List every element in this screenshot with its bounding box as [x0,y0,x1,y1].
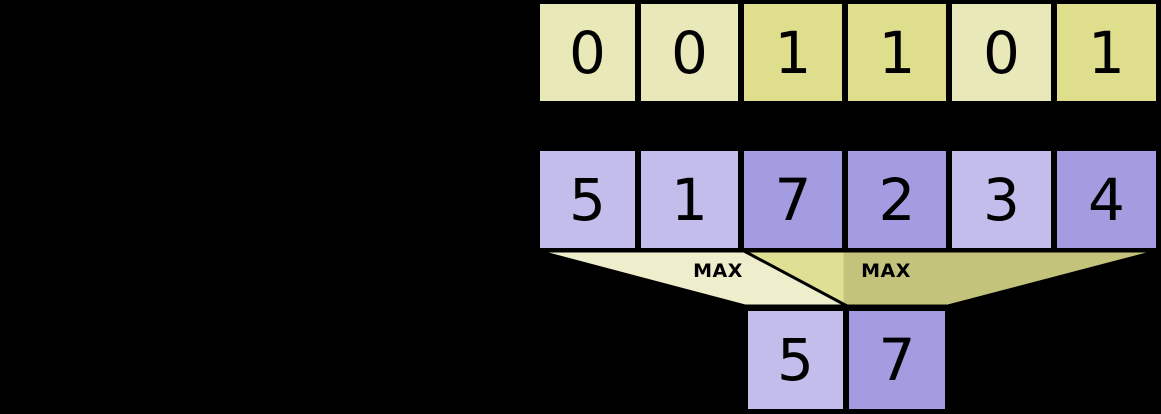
value-cell-2[interactable]: 7 [741,148,845,251]
value-cell-4[interactable]: 3 [949,148,1054,251]
output-cell-1[interactable]: 7 [846,308,948,412]
max-label-left: MAX [693,260,743,282]
output-cell-0[interactable]: 5 [745,308,846,412]
value-cell-5[interactable]: 4 [1054,148,1159,251]
mask-cell-5[interactable]: 1 [1054,1,1159,104]
value-cell-3[interactable]: 2 [845,148,949,251]
max-funnel-right [743,249,1159,308]
mask-cell-0[interactable]: 0 [537,1,638,104]
mask-cell-2[interactable]: 1 [741,1,845,104]
max-funnel-left [536,249,847,308]
mask-cell-3[interactable]: 1 [845,1,949,104]
mask-cell-4[interactable]: 0 [949,1,1054,104]
max-label-right: MAX [861,260,911,282]
value-cell-1[interactable]: 1 [638,148,741,251]
value-cell-0[interactable]: 5 [537,148,638,251]
mask-cell-1[interactable]: 0 [638,1,741,104]
